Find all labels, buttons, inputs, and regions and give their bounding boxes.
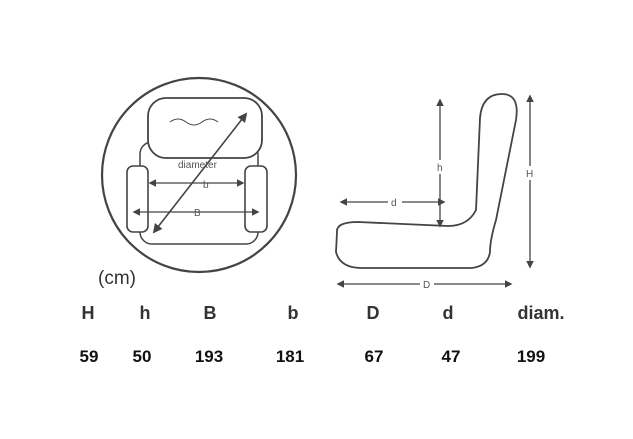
label-d: d: [391, 198, 397, 209]
header-D: D: [366, 303, 380, 323]
label-h: h: [437, 163, 443, 174]
value-H: 59: [79, 347, 99, 366]
header-diam: diam.: [517, 303, 565, 323]
value-B: 193: [194, 347, 224, 366]
value-diam: 199: [516, 347, 546, 366]
value-D: 67: [364, 347, 384, 366]
side-profile: [335, 93, 518, 269]
armrest-right: [244, 165, 268, 233]
label-diameter: diameter: [178, 160, 218, 171]
header-b: b: [287, 303, 299, 323]
value-h: 50: [132, 347, 152, 366]
value-d: 47: [441, 347, 461, 366]
header-h: h: [139, 303, 151, 323]
header-H: H: [81, 303, 95, 323]
backrest-top: [147, 97, 263, 159]
armrest-left: [126, 165, 149, 233]
label-H: H: [526, 169, 533, 180]
header-B: B: [203, 303, 217, 323]
label-b: b: [203, 180, 209, 191]
unit-label: (cm): [98, 268, 136, 289]
side-view: [335, 93, 534, 288]
header-d: d: [442, 303, 454, 323]
label-B: B: [194, 208, 201, 219]
top-view: [100, 76, 298, 274]
diameter-circle: [100, 76, 298, 274]
label-D: D: [423, 280, 430, 291]
value-b: 181: [275, 347, 305, 366]
